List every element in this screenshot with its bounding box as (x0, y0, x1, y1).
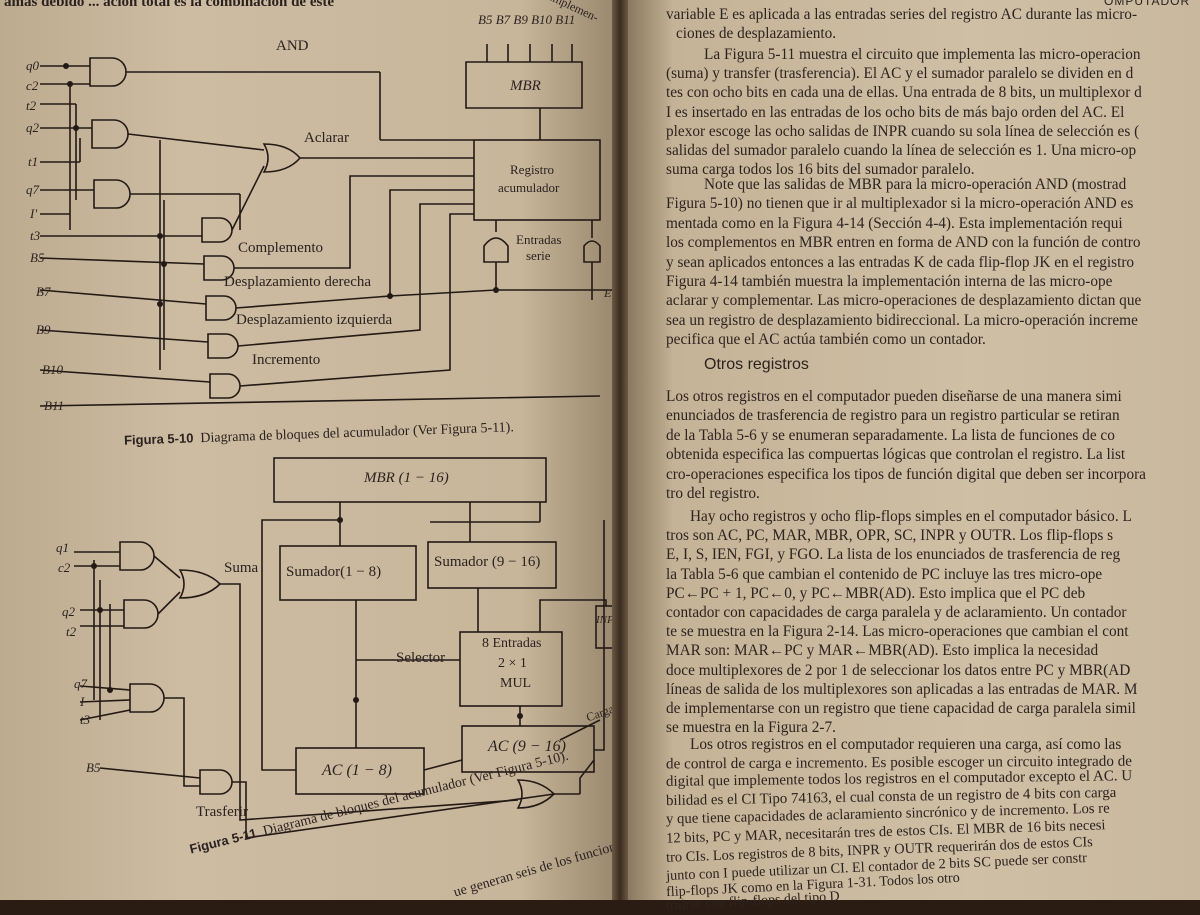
text-line: La Figura 5-11 muestra el circuito que i… (704, 46, 1141, 63)
mux-box (459, 631, 563, 707)
input-t3-b: t3 (80, 712, 91, 727)
text-line: y sean aplicados entonces a las entradas… (666, 253, 1135, 271)
label-mux-entradas: 8 Entradas (482, 636, 542, 651)
label-desplazamiento-izquierda: Desplazamiento izquierda (236, 312, 393, 328)
input-t1: t1 (28, 154, 39, 169)
text-line: cro-operaciones especifica los tipos de … (666, 465, 1146, 483)
right-page: OMPUTADOR variable E es aplicada a las e… (628, 0, 1200, 914)
input-q2-b: q2 (62, 604, 75, 619)
label-mbr-bits: B5 B7 B9 B10 B11 (478, 12, 576, 27)
label-selector: Selector (396, 650, 446, 666)
label-incremento: Incremento (252, 352, 321, 368)
text-line: te se muestra en la Figura 2-14. Las mic… (666, 623, 1129, 641)
label-trasferir: Trasferir (196, 804, 248, 820)
label-mbr: MBR (510, 78, 541, 94)
text-line: doce multiplexores de 2 por 1 de selecci… (666, 661, 1131, 679)
left-page: amas debido ... ación total es la combin… (0, 0, 772, 900)
input-q0: q0 (26, 58, 39, 73)
text-line: aclarar y complementar. Las micro-operac… (666, 292, 1142, 310)
input-b7: B7 (36, 284, 51, 299)
input-c2-b: c2 (58, 560, 71, 575)
input-q1: q1 (56, 540, 69, 555)
label-serie: serie (526, 248, 551, 263)
text-line: la Tabla 5-6 que cambian el contenido de… (666, 565, 1103, 583)
input-t3: t3 (30, 228, 41, 243)
label-mux-mul: MUL (500, 676, 532, 691)
text-line: ciones de desplazamiento. (676, 25, 837, 42)
input-t2: t2 (26, 98, 37, 113)
input-q7: q7 (26, 182, 39, 197)
text-line: Hay ocho registros y ocho flip-flops sim… (690, 508, 1132, 525)
mbr-1-16-box (273, 457, 547, 503)
label-sumador-9-16: Sumador (9 − 16) (434, 554, 541, 570)
input-q2: q2 (26, 120, 39, 135)
figure-5-11-diagram (0, 0, 612, 900)
text-line: salidas del sumador paralelo cuando la l… (666, 142, 1137, 159)
input-i-prime: I' (30, 206, 38, 221)
label-aclarar: Aclarar (304, 130, 349, 146)
text-line: (suma) y transfer (trasferencia). El AC … (666, 65, 1134, 83)
label-sumador-1-8: Sumador(1 − 8) (286, 564, 382, 580)
label-ac-9-16: AC (9 − 16) (488, 738, 566, 755)
input-t2-b: t2 (66, 624, 77, 639)
text-line: mentada como en la Figura 4-14 (Sección … (666, 214, 1123, 232)
text-line: de implementarse con un registro que tie… (666, 700, 1136, 717)
sumador-1-8-box (279, 545, 417, 601)
text-line: contador con capacidades de carga parale… (666, 604, 1127, 621)
label-entradas: Entradas (516, 232, 562, 247)
figure-5-10-diagram (0, 0, 612, 900)
text-line: de la Tabla 5-6 y se enumeran separadame… (666, 426, 1115, 444)
label-and: AND (276, 38, 309, 54)
text-line: suma carga todos los 16 bits del sumador… (666, 161, 975, 179)
text-line: pecifica que el AC actúa también como un… (666, 331, 986, 349)
text-line: PC←PC + 1, PC←0, y PC←MBR(AD). Esto impl… (666, 584, 1086, 602)
text-line: tros son AC, PC, MAR, MBR, OPR, SC, INPR… (666, 527, 1114, 545)
text-line: sea un registro de desplazamiento bidire… (666, 311, 1138, 329)
label-registro: Registro (510, 162, 555, 177)
label-mbr-1-16: MBR (1 − 16) (364, 470, 449, 486)
label-suma: Suma (224, 560, 259, 576)
text-line: E, I, S, IEN, FGI, y FGO. La lista de lo… (666, 546, 1121, 564)
text-line: Figura 5-10) no tienen que ir al multipl… (666, 195, 1134, 213)
text-line: Los otros registros en el computador req… (690, 736, 1122, 753)
text-line: Note que las salidas de MBR para la micr… (704, 176, 1127, 193)
input-b9: B9 (36, 322, 51, 337)
text-line: Los otros registros en el computador pue… (666, 388, 1122, 405)
text-line: tro del registro. (666, 485, 760, 502)
label-ac-1-8: AC (1 − 8) (322, 762, 392, 779)
input-i-b: I (80, 694, 85, 709)
input-b11: B11 (44, 398, 64, 413)
ac-9-16-box (461, 725, 595, 773)
registro-acumulador-box (473, 139, 601, 221)
text-line: MAR son: MAR←PC y MAR←MBR(AD). Esto impl… (666, 642, 1099, 660)
text-line: se muestra en la Figura 2-7. (666, 719, 836, 737)
label-acumulador: acumulador (498, 180, 560, 195)
section-heading: Otros registros (704, 356, 809, 373)
label-mux-2x1: 2 × 1 (498, 656, 527, 671)
book-gutter (612, 0, 628, 900)
text-line: tes con ocho bits en cada una de ellas. … (666, 84, 1142, 102)
text-line: los complementos en MBR entren en forma … (666, 234, 1141, 252)
label-desplazamiento-derecha: Desplazamiento derecha (224, 274, 372, 290)
text-line: I es insertado en las entradas de los oc… (666, 103, 1125, 121)
input-q7-b: q7 (74, 676, 87, 691)
top-clipped-text: amas debido ... ación total es la combin… (4, 0, 334, 10)
input-b5: B5 (30, 250, 45, 265)
ac-1-8-box (295, 747, 425, 795)
label-complemento: Complemento (238, 240, 323, 256)
text-line: plexor escoge las ocho salidas de INPR c… (666, 122, 1140, 140)
input-b5-b: B5 (86, 760, 101, 775)
text-line: líneas de salida de los multiplexores so… (666, 680, 1138, 698)
text-line: enunciados de trasferencia de registro p… (666, 407, 1120, 425)
label-e: E (604, 286, 612, 300)
header-tag: OMPUTADOR (1104, 0, 1191, 8)
text-line: obtenida especifica las compuertas lógic… (666, 446, 1126, 464)
sumador-9-16-box (427, 541, 557, 589)
input-b10: B10 (42, 362, 63, 377)
text-line: Figura 4-14 también muestra la implement… (666, 273, 1113, 290)
text-line: variable E es aplicada a las entradas se… (666, 6, 1138, 23)
mbr-box (465, 61, 583, 109)
input-c2: c2 (26, 78, 39, 93)
